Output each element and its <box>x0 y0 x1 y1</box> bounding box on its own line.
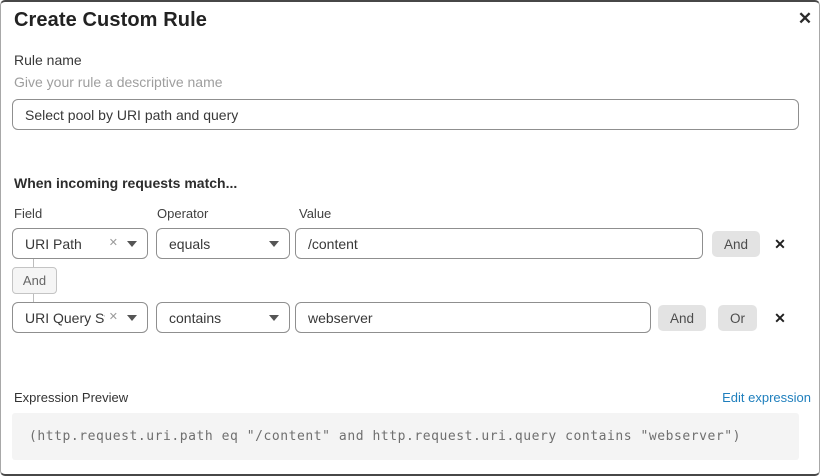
chevron-down-icon <box>127 240 137 247</box>
row2-field-select[interactable]: URI Query St... ✕ <box>12 302 148 333</box>
row2-operator-value: contains <box>169 309 222 326</box>
edit-expression-link[interactable]: Edit expression <box>722 390 811 405</box>
match-section-header: When incoming requests match... <box>14 175 238 191</box>
column-label-value: Value <box>299 206 332 221</box>
expression-code: (http.request.uri.path eq "/content" and… <box>29 429 742 444</box>
row2-field-value: URI Query St... <box>25 309 105 326</box>
connector-line-bottom <box>33 294 34 302</box>
page-title: Create Custom Rule <box>14 9 207 31</box>
row1-and-button[interactable]: And <box>712 231 761 257</box>
row1-operator-value: equals <box>169 235 211 252</box>
row1-operator-select[interactable]: equals <box>156 228 290 259</box>
row2-or-button[interactable]: Or <box>718 305 757 331</box>
chevron-down-icon <box>269 240 279 247</box>
rule-name-input[interactable] <box>12 99 799 130</box>
column-label-field: Field <box>14 206 43 221</box>
rule-name-helper: Give your rule a descriptive name <box>14 74 223 90</box>
expression-preview-box: (http.request.uri.path eq "/content" and… <box>12 413 799 460</box>
close-icon[interactable]: ✕ <box>793 7 817 31</box>
chevron-down-icon <box>269 314 279 321</box>
row2-remove-icon[interactable]: ✕ <box>770 305 790 331</box>
and-connector-badge: And <box>12 267 57 294</box>
row2-value-input[interactable] <box>295 302 651 333</box>
connector-line-top <box>33 259 34 267</box>
rule-name-label: Rule name <box>14 52 82 68</box>
clear-icon[interactable]: ✕ <box>108 311 118 323</box>
row1-field-select[interactable]: URI Path ✕ <box>12 228 148 259</box>
row2-and-button[interactable]: And <box>658 305 707 331</box>
row1-value-input[interactable] <box>295 228 703 259</box>
chevron-down-icon <box>127 314 137 321</box>
expression-preview-label: Expression Preview <box>14 390 129 405</box>
clear-icon[interactable]: ✕ <box>108 237 118 249</box>
row2-operator-select[interactable]: contains <box>156 302 290 333</box>
row1-remove-icon[interactable]: ✕ <box>770 231 790 257</box>
row1-field-value: URI Path <box>25 235 82 252</box>
column-label-operator: Operator <box>157 206 209 221</box>
